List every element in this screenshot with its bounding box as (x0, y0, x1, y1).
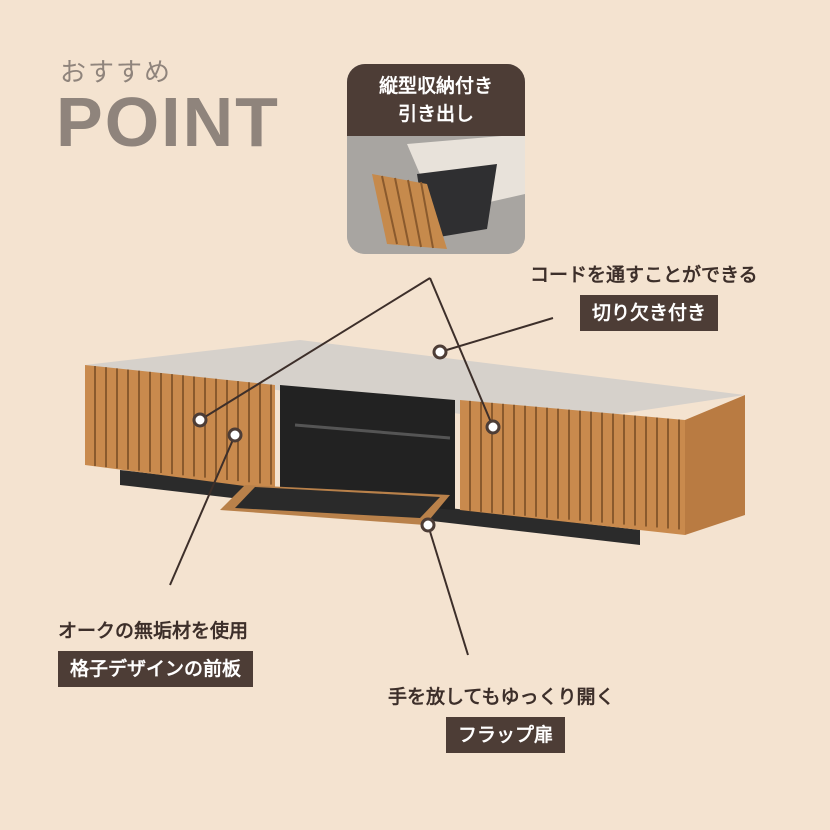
page-title: POINT (56, 83, 280, 161)
point-tag-flap: フラップ扉 (446, 717, 566, 753)
inset-label-line2: 引き出し (397, 103, 474, 125)
left-slat-panel (85, 365, 275, 490)
board-top (85, 340, 745, 425)
subtitle: おすすめ (60, 58, 173, 88)
point-tag-notch: 切り欠き付き (580, 295, 719, 331)
point-tag-lattice: 格子デザインの前板 (58, 651, 254, 687)
right-slat-panel (460, 400, 685, 535)
point-caption-flap: 手を放してもゆっくり開く (388, 686, 615, 708)
inset-label: 縦型収納付き 引き出し (347, 64, 525, 136)
point-caption-notch: コードを通すことができる (530, 264, 758, 286)
inset-label-line1: 縦型収納付き (378, 75, 493, 97)
drawer-inset-photo: 縦型収納付き 引き出し (347, 64, 525, 254)
point-caption-lattice: オークの無垢材を使用 (58, 620, 249, 642)
